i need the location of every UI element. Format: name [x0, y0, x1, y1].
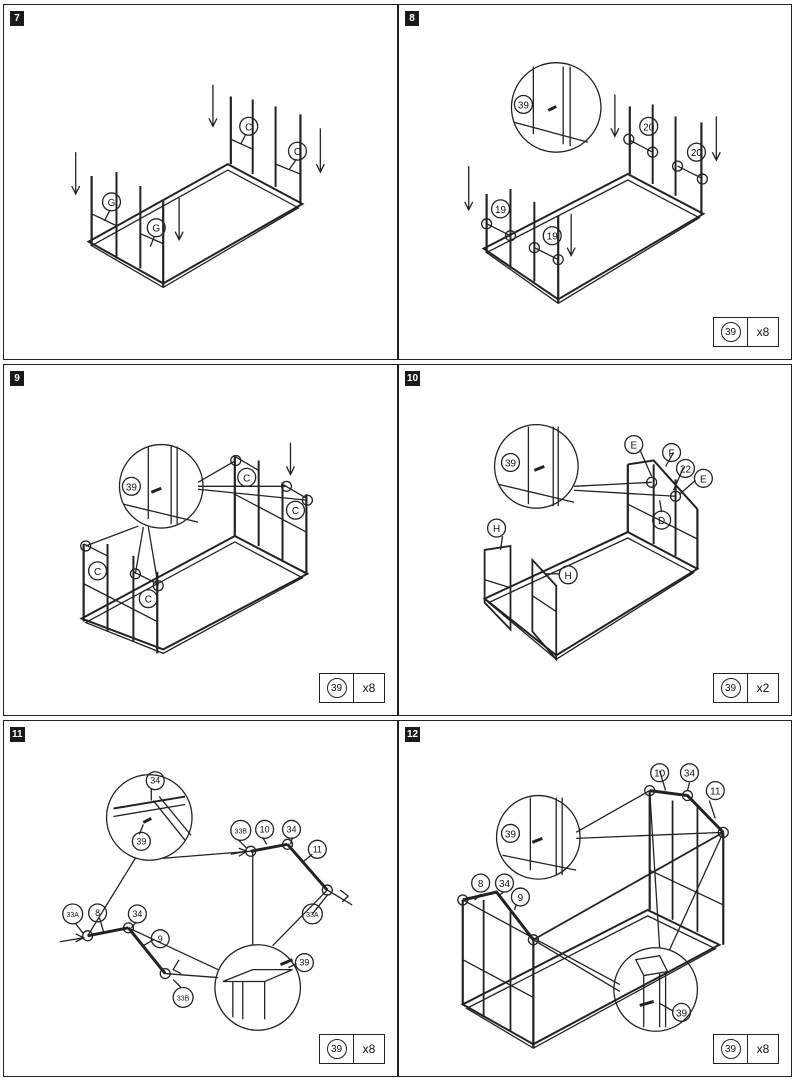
step-10-diagram: 39 E F 22 E D H H — [482, 424, 713, 662]
quantity-box: 39 x2 — [713, 673, 779, 703]
callout-label: 20 — [691, 148, 703, 159]
part-number: 39 — [326, 678, 347, 698]
step-9-diagram: 39 C C C C — [79, 442, 314, 655]
callout-label: 8 — [95, 908, 100, 918]
callout-label: H — [565, 571, 572, 582]
callout-label: 39 — [676, 1008, 688, 1019]
callout-label: C — [243, 473, 250, 484]
callout-label: C — [245, 122, 252, 133]
callout-label: 39 — [505, 458, 517, 469]
step-number: 9 — [10, 371, 24, 386]
callout-label: 33A — [67, 912, 80, 919]
callout-label: 33A — [306, 912, 319, 919]
callout-label: 9 — [518, 893, 524, 904]
callout-label: D — [658, 516, 665, 527]
callout-label: 34 — [684, 769, 696, 780]
part-quantity: x8 — [756, 325, 770, 339]
callout-label: 39 — [505, 829, 517, 840]
callout-label: H — [493, 524, 500, 535]
step-7-diagram: C C G G — [71, 84, 325, 289]
step-number: 12 — [405, 727, 421, 742]
step-10-panel: 10 — [398, 364, 792, 716]
part-number: 39 — [720, 322, 741, 342]
callout-label: 34 — [287, 824, 297, 834]
callout-label: 10 — [260, 824, 270, 834]
callout-label: G — [152, 224, 160, 235]
part-number: 39 — [326, 1039, 347, 1059]
callout-label: 39 — [126, 482, 138, 493]
callout-label: 33B — [235, 828, 248, 835]
callout-label: C — [294, 147, 301, 158]
callout-label: 34 — [499, 879, 511, 890]
callout-label: 20 — [643, 122, 655, 133]
step-12-panel: 12 — [398, 720, 792, 1077]
callout-label: 19 — [547, 232, 559, 243]
step-8-diagram: 39 20 20 19 19 — [464, 62, 721, 305]
part-number: 39 — [720, 678, 741, 698]
callout-label: 39 — [136, 836, 146, 846]
quantity-box: 39 x8 — [713, 317, 779, 347]
callout-label: G — [108, 198, 116, 209]
step-9-panel: 9 — [3, 364, 398, 716]
callout-label: 11 — [313, 844, 322, 854]
callout-label: F — [669, 448, 675, 459]
callout-label: C — [292, 506, 299, 517]
callout-label: 33B — [177, 995, 190, 1002]
callout-label: 39 — [299, 958, 309, 968]
callout-label: E — [630, 441, 637, 452]
step-number: 11 — [10, 727, 25, 742]
callout-label: 11 — [710, 787, 721, 798]
step-11-diagram: 34 39 33B 10 34 11 33A 8 34 9 33A 39 33B — [59, 771, 353, 1031]
callout-label: C — [94, 567, 101, 578]
step-7-panel: 7 — [3, 4, 398, 360]
callout-label: 39 — [518, 100, 530, 111]
part-quantity: x8 — [362, 681, 376, 695]
callout-label: C — [145, 595, 152, 606]
step-number: 7 — [10, 11, 24, 26]
callout-label: 34 — [150, 776, 160, 786]
part-number: 39 — [720, 1039, 741, 1059]
quantity-box: 39 x8 — [319, 1034, 385, 1064]
part-quantity: x2 — [756, 681, 770, 695]
part-quantity: x8 — [362, 1042, 376, 1056]
step-12-diagram: 10 34 11 39 8 34 9 39 — [457, 763, 729, 1049]
step-11-panel: 11 — [3, 720, 398, 1077]
callout-label: 34 — [132, 909, 142, 919]
quantity-box: 39 x8 — [713, 1034, 779, 1064]
step-number: 8 — [405, 11, 419, 26]
callout-label: 19 — [495, 205, 507, 216]
callout-label: 22 — [680, 464, 692, 475]
part-quantity: x8 — [756, 1042, 770, 1056]
step-number: 10 — [405, 371, 421, 386]
callout-label: 9 — [158, 934, 163, 944]
callout-label: 10 — [654, 769, 666, 780]
quantity-box: 39 x8 — [319, 673, 385, 703]
step-8-panel: 8 — [398, 4, 792, 360]
callout-label: E — [700, 474, 707, 485]
callout-label: 8 — [478, 879, 484, 890]
